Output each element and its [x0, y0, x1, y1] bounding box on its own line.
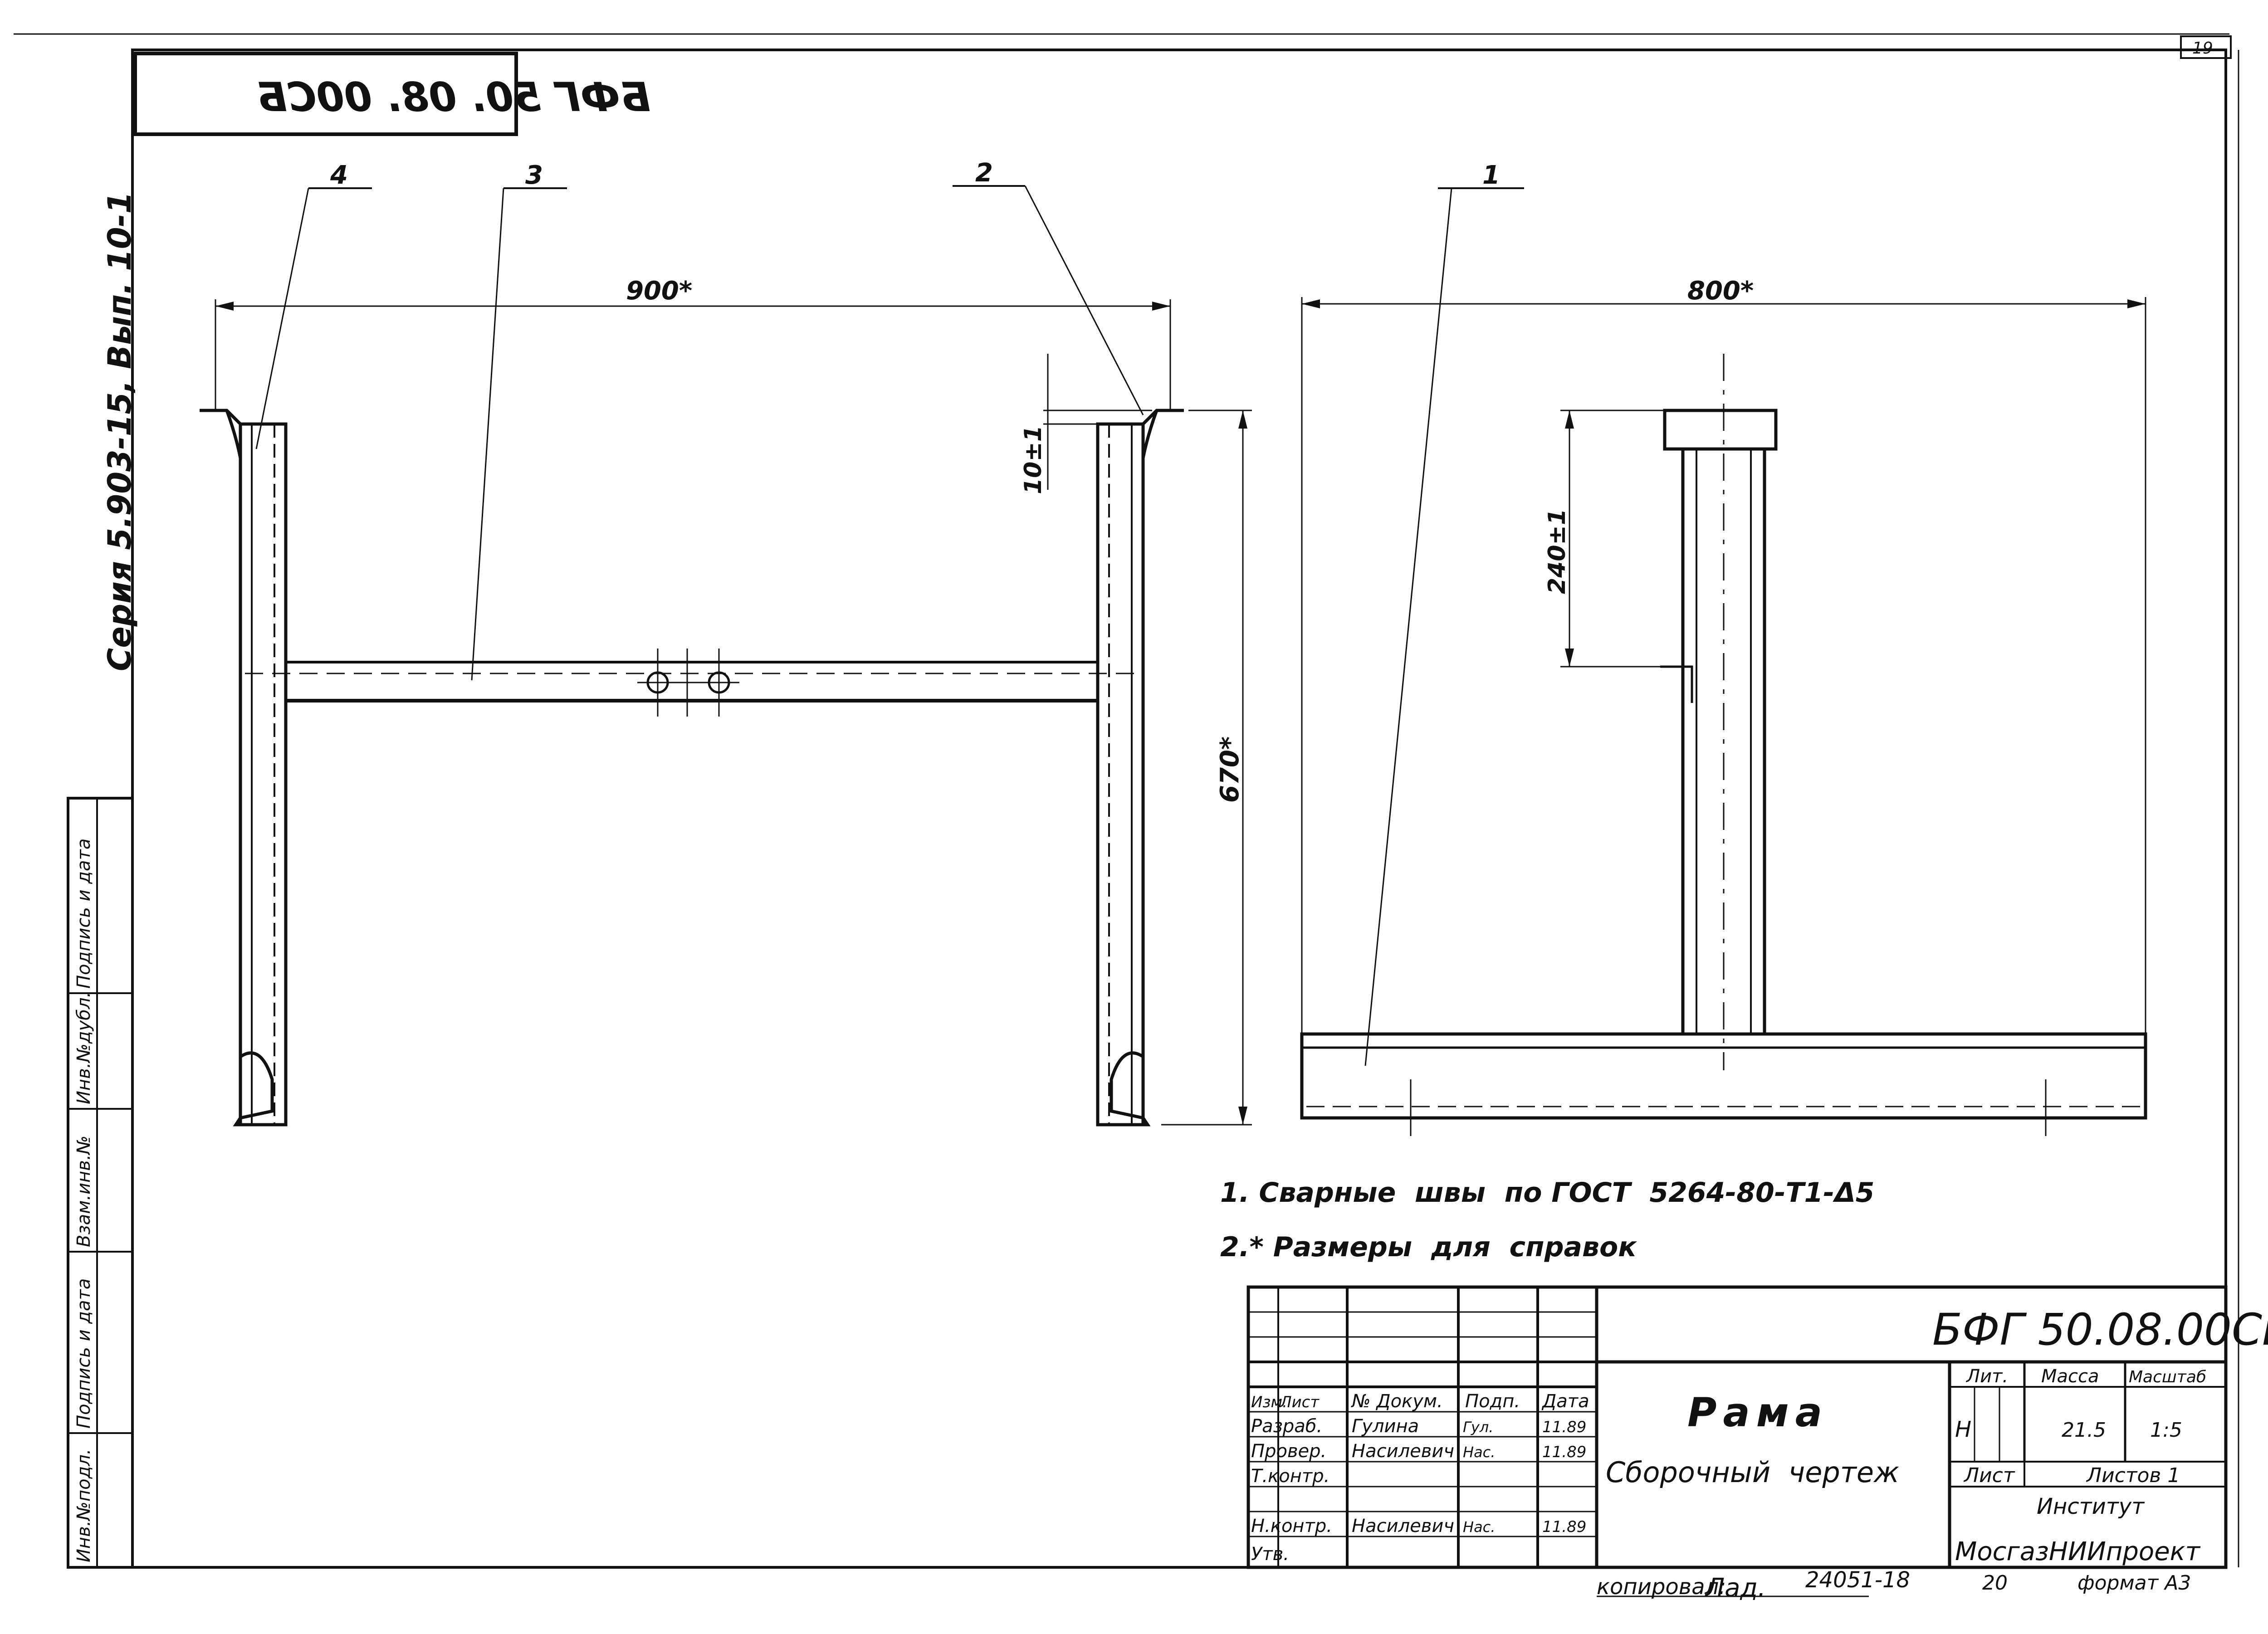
- side-width-dim: 800*: [1687, 276, 1754, 306]
- callout-2: 2: [975, 158, 993, 188]
- svg-text:21.5: 21.5: [2062, 1419, 2106, 1442]
- svg-text:Утв.: Утв.: [1251, 1544, 1289, 1565]
- callout-3: 3: [525, 161, 543, 190]
- svg-text:Подп.: Подп.: [1465, 1391, 1520, 1412]
- svg-text:Подпись и дата: Подпись и дата: [73, 1278, 94, 1429]
- svg-text:Масштаб: Масштаб: [2129, 1368, 2206, 1386]
- svg-text:11.89: 11.89: [1542, 1418, 1586, 1436]
- stamp-box: [133, 52, 518, 136]
- svg-text:Провер.: Провер.: [1251, 1441, 1326, 1462]
- drawing-frame: [131, 49, 2227, 1569]
- footer: копировал: Лад. 24051-18 20 формат А3: [1597, 1567, 2191, 1603]
- svg-text:Изм.: Изм.: [1251, 1393, 1287, 1411]
- svg-text:11.89: 11.89: [1542, 1518, 1586, 1536]
- note-1: 1. Сварные швы по ГОСТ 5264-80-Т1-Δ5: [1220, 1177, 1874, 1209]
- svg-text:11.89: 11.89: [1542, 1443, 1586, 1461]
- callouts: 4 3 2 1: [255, 158, 1524, 1066]
- svg-text:Институт: Институт: [2037, 1494, 2145, 1519]
- svg-text:1:5: 1:5: [2150, 1419, 2182, 1442]
- svg-text:Разраб.: Разраб.: [1251, 1416, 1322, 1437]
- front-width-dim: 900*: [626, 276, 692, 306]
- callout-1: 1: [1482, 161, 1500, 190]
- svg-text:Н.контр.: Н.контр.: [1251, 1516, 1332, 1536]
- svg-text:Лит.: Лит.: [1965, 1366, 2008, 1387]
- side-height-dim: 240±1: [1544, 509, 1571, 594]
- svg-text:Насилевич: Насилевич: [1352, 1516, 1454, 1536]
- svg-text:№ Докум.: № Докум.: [1351, 1391, 1443, 1412]
- drawing-name: Рама: [1687, 1389, 1828, 1436]
- side-stamp: Инв.№подл. Подпись и дата Взам.инв.№ Инв…: [67, 797, 134, 1569]
- svg-text:Взам.инв.№: Взам.инв.№: [73, 1136, 94, 1247]
- svg-text:Дата: Дата: [1541, 1391, 1589, 1412]
- svg-text:Масса: Масса: [2041, 1366, 2099, 1387]
- footer-number: 24051-18: [1805, 1567, 1910, 1593]
- page-number: 19: [2192, 39, 2213, 58]
- svg-text:Т.контр.: Т.контр.: [1251, 1466, 1330, 1487]
- svg-text:Лист: Лист: [1279, 1393, 1320, 1411]
- svg-text:Насилевич: Насилевич: [1352, 1441, 1454, 1462]
- svg-text:Гулина: Гулина: [1352, 1416, 1419, 1437]
- svg-text:Нас.: Нас.: [1463, 1518, 1495, 1536]
- drawing-subtitle: Сборочный чертеж: [1606, 1456, 1899, 1489]
- copied-label: копировал:: [1597, 1574, 1726, 1600]
- svg-text:Н: Н: [1955, 1417, 1971, 1442]
- svg-text:Нас.: Нас.: [1463, 1444, 1495, 1461]
- svg-text:МосгазНИИпроект: МосгазНИИпроект: [1955, 1537, 2200, 1566]
- page-number-box: [2180, 35, 2232, 59]
- series-label: Серия 5.903-15, Вып. 10-1: [101, 192, 138, 671]
- svg-text:Лист: Лист: [1963, 1464, 2015, 1487]
- footer-page: 20: [1982, 1571, 2008, 1595]
- front-view: 900* 670* 10±1: [200, 276, 1252, 1127]
- front-height-dim: 670*: [1215, 737, 1245, 803]
- svg-text:Инв.№дубл.: Инв.№дубл.: [73, 992, 94, 1104]
- copied-sign: Лад.: [1705, 1573, 1766, 1603]
- designation: БФГ 50.08.00СБ: [1932, 1304, 2268, 1355]
- front-offset-dim: 10±1: [1020, 425, 1047, 494]
- callout-4: 4: [330, 161, 348, 190]
- note-2: 2.* Размеры для справок: [1220, 1231, 1637, 1263]
- side-view: 800* 240±1: [1300, 276, 2147, 1136]
- svg-text:Инв.№подл.: Инв.№подл.: [73, 1449, 94, 1562]
- title-block: БФГ 50.08.00СБ Рама Сборочный чертеж Изм…: [1246, 1285, 2268, 1569]
- svg-text:Подпись и дата: Подпись и дата: [73, 839, 94, 989]
- svg-text:Листов 1: Листов 1: [2086, 1464, 2180, 1487]
- footer-format: формат А3: [2077, 1571, 2191, 1595]
- stamp-mirrored: БФГ 50. 08. 00СБ: [257, 74, 650, 121]
- svg-text:Гул.: Гул.: [1463, 1419, 1493, 1436]
